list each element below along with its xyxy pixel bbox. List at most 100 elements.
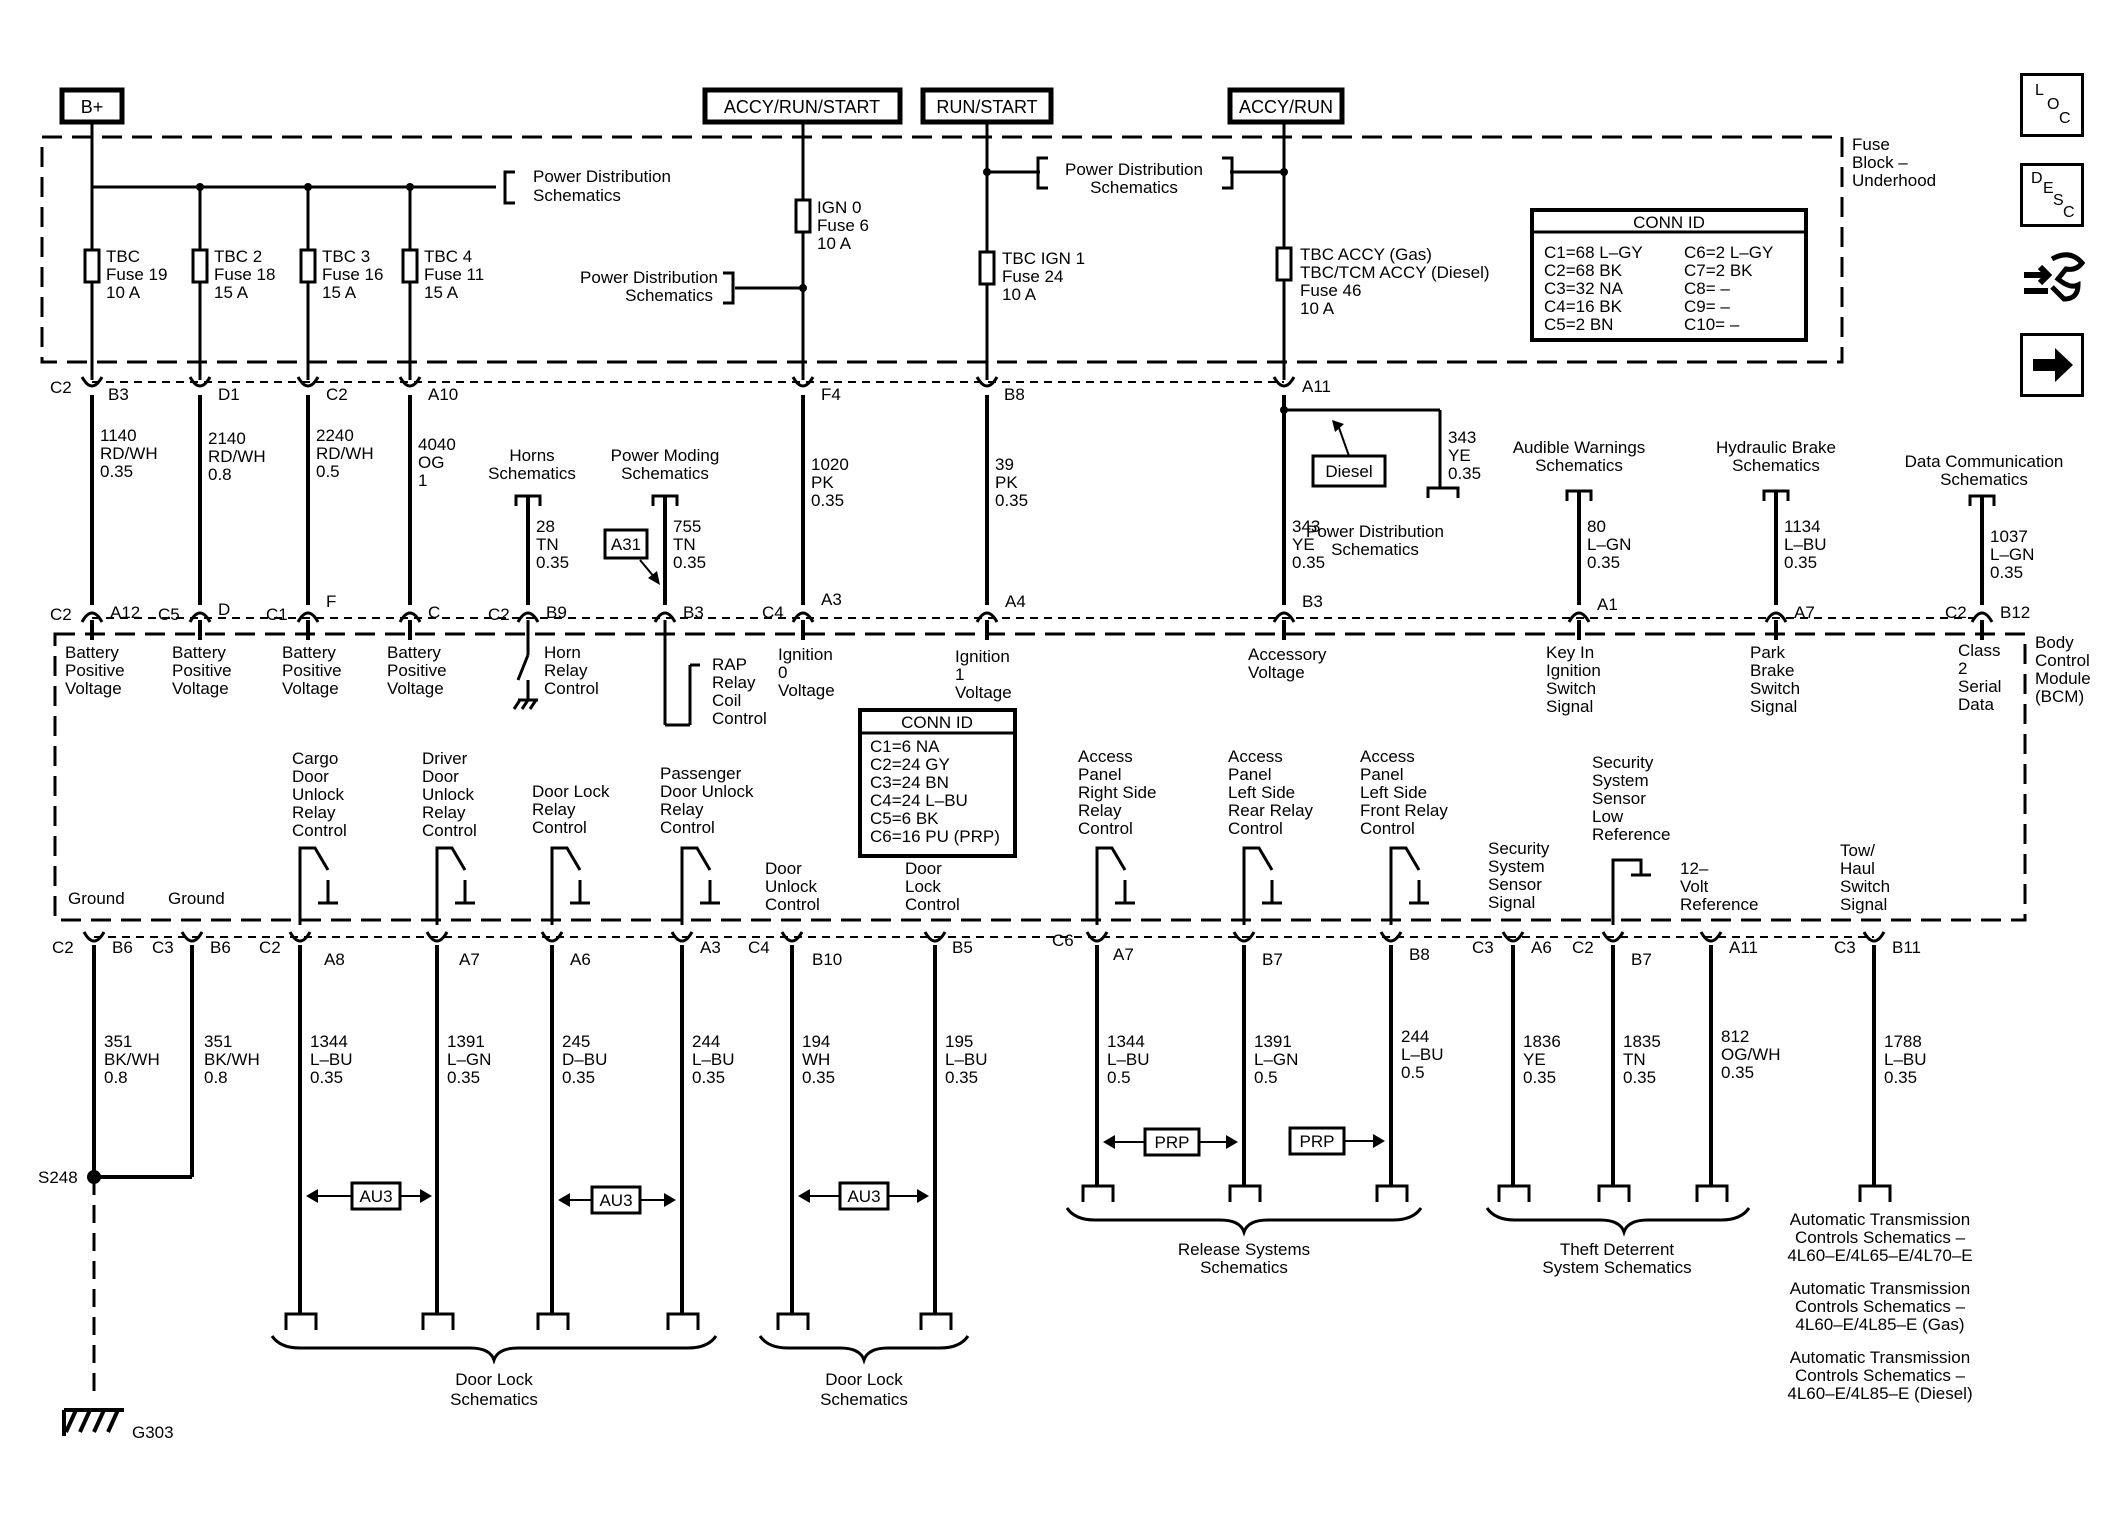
conn-id-entry: C9= – [1684, 297, 1730, 316]
wire-circuit: 1344 [1107, 1032, 1145, 1051]
rap-relay-coil [663, 620, 700, 727]
wire-circuit: 1037 [1990, 527, 2028, 546]
conn-id-entry: C2=24 GY [870, 755, 950, 774]
conn-id-title: CONN ID [901, 713, 973, 732]
prp-label: PRP [1300, 1132, 1335, 1151]
bcm-top-labels: Battery Positive Voltage Battery Positiv… [65, 641, 2001, 728]
bcm-label: Control [544, 679, 599, 698]
loc-button[interactable]: L O C [2020, 73, 2084, 137]
pin-label: D [218, 600, 230, 619]
wire-color: L–GN [447, 1050, 491, 1069]
wire-circuit: 1020 [811, 455, 849, 474]
wire-gauge: 0.35 [100, 462, 133, 481]
bcm-label: 1 [955, 665, 964, 684]
bcm-label: Door [422, 767, 459, 786]
bcm-label: Relay [422, 803, 466, 822]
bcm-label: Door [292, 767, 329, 786]
wire-gauge: 0.35 [447, 1068, 480, 1087]
wire-gauge: 0.35 [811, 491, 844, 510]
pin-label: A7 [459, 950, 480, 969]
bcm-label: Voltage [172, 679, 229, 698]
fuse-symbol [401, 248, 419, 284]
wire-gauge: 0.35 [802, 1068, 835, 1087]
wire-gauge: 0.5 [1107, 1068, 1131, 1087]
connector-id: C5 [158, 605, 180, 624]
loc-letter: L [2035, 82, 2044, 99]
pin-label: B8 [1409, 945, 1430, 964]
bcm-label: Voltage [1248, 663, 1305, 682]
wire-circuit: 39 [995, 455, 1014, 474]
wire-circuit: 195 [945, 1032, 973, 1051]
fuse-label: Fuse 16 [322, 265, 383, 284]
connector-id: C3 [1472, 938, 1494, 957]
wire-gauge: 0.35 [1990, 563, 2023, 582]
pin-label: B3 [683, 603, 704, 622]
bcm-label: Door Lock [532, 782, 610, 801]
wire-gauge: 0.5 [1401, 1063, 1425, 1082]
wire-gauge: 0.35 [1884, 1068, 1917, 1087]
wire-color: RD/WH [316, 444, 374, 463]
bcm-title: (BCM) [2035, 687, 2084, 706]
bcm-label: Security [1592, 753, 1654, 772]
prp-option-2: PRP [1288, 1126, 1385, 1156]
fuse-block-conn-id-table: CONN ID C1=68 L–GY C2=68 BK C3=32 NA C4=… [1530, 208, 1808, 342]
fuse-symbol [83, 248, 101, 284]
pin-label: B5 [952, 938, 973, 957]
supply-bplus-label: B+ [81, 97, 104, 117]
fuse-label: TBC 4 [424, 247, 472, 266]
bcm-bottom-connectors [82, 931, 1886, 943]
supply-run-start-label: RUN/START [936, 97, 1037, 117]
wire-color: PK [811, 473, 834, 492]
ref-audible-warnings: Schematics [1535, 456, 1623, 475]
desc-button[interactable]: D E S C [2020, 163, 2084, 227]
wire-gauge: 0.8 [208, 465, 232, 484]
wire-color: L–BU [1107, 1050, 1150, 1069]
pin-label: A12 [110, 603, 140, 622]
wire-color: WH [802, 1050, 830, 1069]
ground-symbol [62, 1408, 124, 1436]
bcm-conn-id-table: CONN ID C1=6 NA C2=24 GY C3=24 BN C4=24 … [858, 708, 1017, 858]
connector-id: C2 [1945, 603, 1967, 622]
a31-label: A31 [611, 535, 641, 554]
fuse-symbol [299, 248, 317, 284]
ref-audible-warnings: Audible Warnings [1513, 438, 1646, 457]
wire-color: TN [1623, 1050, 1646, 1069]
ats-ref-line: 4L60–E/4L85–E (Gas) [1795, 1315, 1964, 1334]
pin-label: B12 [2000, 603, 2030, 622]
ref-door-lock: Schematics [820, 1390, 908, 1409]
bcm-label: Control [422, 821, 477, 840]
wire-color: BK/WH [104, 1050, 160, 1069]
desc-letter: S [2053, 192, 2064, 209]
fuse-label: Fuse 6 [817, 216, 869, 235]
fuse-block-title-3: Underhood [1852, 171, 1936, 190]
service-tools-icon[interactable] [2018, 245, 2090, 307]
ref-hydraulic-brake: Schematics [1732, 456, 1820, 475]
bcm-label: Horn [544, 643, 581, 662]
bcm-label: Accessory [1248, 645, 1327, 664]
upper-ref-brackets [514, 489, 1996, 506]
pin-label: A3 [821, 590, 842, 609]
pin-label: F4 [821, 385, 841, 404]
bcm-label: Relay [544, 661, 588, 680]
ref-data-communication: Data Communication [1905, 452, 2064, 471]
pin-label: D1 [218, 385, 240, 404]
wire-circuit: 1788 [1884, 1032, 1922, 1051]
loc-letter: O [2047, 96, 2060, 113]
next-page-button[interactable] [2020, 333, 2084, 397]
bcm-label: Control [905, 895, 960, 914]
wire-color: D–BU [562, 1050, 607, 1069]
bcm-label: RAP [712, 655, 747, 674]
pd-ref-label: Schematics [1331, 540, 1419, 559]
pd-ref-label: Power Distribution [1065, 160, 1203, 179]
ref-theft-deterrent: System Schematics [1542, 1258, 1691, 1277]
ign0-feed [723, 122, 805, 380]
bcm-label: Positive [387, 661, 447, 680]
wire-gauge: 0.35 [945, 1068, 978, 1087]
wire-color: L–BU [1784, 535, 1827, 554]
pin-label: A4 [1005, 592, 1026, 611]
bcm-label: Voltage [282, 679, 339, 698]
pin-label: A10 [428, 385, 458, 404]
wire-gauge: 0.5 [1254, 1068, 1278, 1087]
bcm-label: Battery [387, 643, 441, 662]
